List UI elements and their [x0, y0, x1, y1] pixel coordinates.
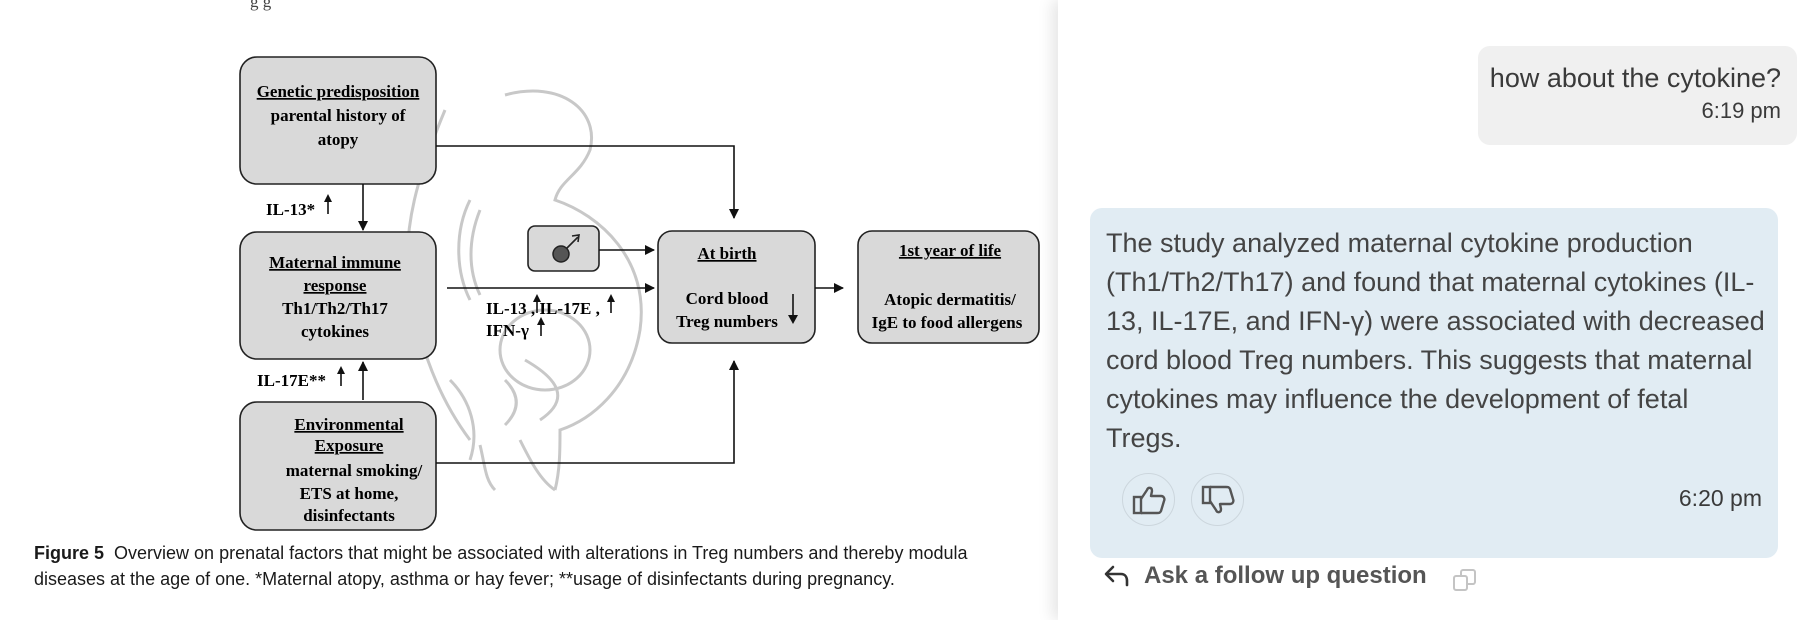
genetic-box-line: atopy	[318, 130, 359, 149]
genetic-box-line: parental history of	[271, 106, 406, 125]
up-arrow-icon	[533, 294, 541, 313]
at-birth-title: At birth	[697, 244, 757, 263]
male-symbol-icon	[552, 234, 580, 263]
follow-up-button[interactable]: Ask a follow up question	[1104, 562, 1427, 590]
genetic-box-title: Genetic predisposition	[257, 82, 420, 101]
thumbs-down-icon	[1201, 485, 1235, 513]
environmental-box-line: ETS at home,	[300, 484, 399, 503]
at-birth-line: Cord blood	[686, 289, 769, 308]
first-year-line: IgE to food allergens	[872, 313, 1023, 332]
up-arrow-icon	[324, 194, 332, 214]
thumbs-up-button[interactable]	[1122, 473, 1175, 526]
copy-button[interactable]	[1452, 568, 1478, 599]
il17-label: IL-17E**	[257, 371, 326, 390]
maternal-box-line: cytokines	[301, 322, 369, 341]
first-year-box	[857, 230, 1040, 344]
user-message-bubble: how about the cytokine? 6:19 pm	[1478, 46, 1797, 145]
caption-line: Overview on prenatal factors that might …	[114, 543, 968, 563]
environmental-box-line: maternal smoking/	[286, 461, 423, 480]
genetic-predisposition-box	[239, 56, 437, 185]
first-year-line: Atopic dermatitis/	[884, 290, 1016, 309]
environmental-box-line: disinfectants	[303, 506, 395, 525]
user-message-time: 6:19 pm	[1701, 98, 1782, 123]
maternal-box-title: response	[304, 276, 367, 295]
document-viewer: g g Genetic predisposition parental hist…	[34, 0, 1040, 589]
maternal-box-line: Th1/Th2/Th17	[282, 299, 388, 318]
at-birth-line: Treg numbers	[676, 312, 778, 331]
at-birth-box	[657, 230, 816, 344]
maternal-immune-box	[239, 231, 437, 360]
assistant-message-bubble: The study analyzed maternal cytokine pro…	[1090, 208, 1778, 558]
figure-connectors	[358, 145, 844, 464]
down-arrow-icon	[788, 294, 798, 324]
thumbs-down-button[interactable]	[1191, 473, 1244, 526]
fetus-icon	[405, 89, 643, 492]
chat-panel: how about the cytokine? 6:19 pm The stud…	[1058, 0, 1810, 620]
caption-line: diseases at the age of one. *Maternal at…	[34, 569, 895, 589]
figure-label: Figure 5	[34, 543, 105, 563]
user-message-text: how about the cytokine?	[1489, 63, 1781, 93]
environmental-box-title: Exposure	[315, 436, 384, 455]
cytokine-change-label: IL-13 , IL-17E ,	[486, 299, 600, 318]
up-arrow-icon	[607, 294, 615, 313]
copy-icon	[1453, 569, 1476, 591]
environmental-exposure-box	[239, 401, 437, 531]
up-arrow-icon	[537, 317, 545, 336]
maternal-box-title: Maternal immune	[269, 253, 401, 272]
first-year-title: 1st year of life	[899, 241, 1002, 260]
figure-caption: Figure 5 Overview on prenatal factors th…	[34, 540, 1064, 592]
up-arrow-icon	[337, 366, 345, 386]
thumbs-up-icon	[1132, 486, 1166, 514]
assistant-message-text: The study analyzed maternal cytokine pro…	[1106, 228, 1765, 453]
follow-up-label: Ask a follow up question	[1144, 562, 1427, 589]
partial-text-line: g g	[250, 0, 272, 11]
assistant-message-time: 6:20 pm	[1678, 485, 1762, 511]
reply-arrow-icon	[1104, 565, 1129, 587]
figure-5-diagram: Genetic predisposition parental history …	[239, 56, 1040, 531]
cytokine-change-label: IFN-γ	[486, 321, 529, 340]
il13-label: IL-13*	[266, 200, 315, 219]
environmental-box-title: Environmental	[294, 415, 404, 434]
